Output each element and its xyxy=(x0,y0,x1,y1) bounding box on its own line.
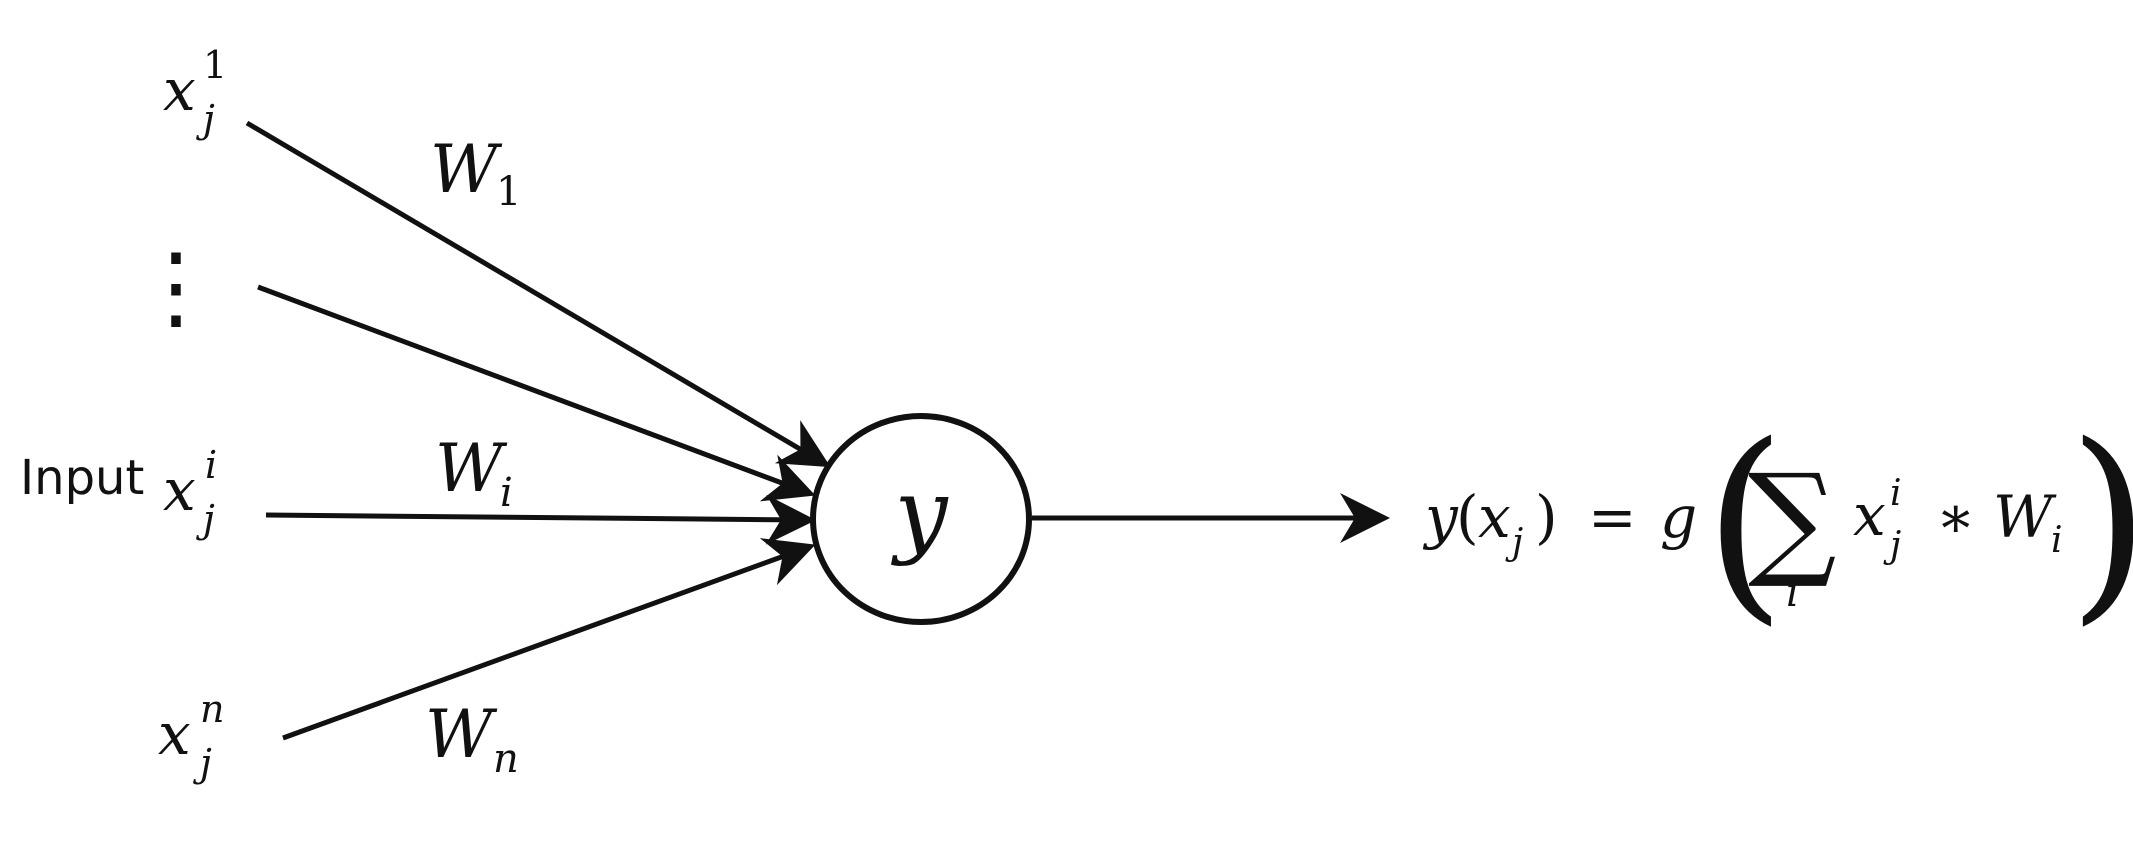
neuron-label: y xyxy=(890,459,949,568)
edge-xn-to-neuron xyxy=(282,538,816,741)
input-label: Input xyxy=(20,450,144,506)
svg-text:j: j xyxy=(1883,525,1901,566)
svg-text:(: ( xyxy=(1704,399,1786,644)
svg-text:i: i xyxy=(205,443,217,487)
input-xi: x i j xyxy=(163,443,217,541)
svg-text:(: ( xyxy=(1456,483,1479,551)
svg-text:n: n xyxy=(200,687,224,731)
svg-text:g: g xyxy=(1660,483,1697,551)
svg-text:W: W xyxy=(430,131,503,208)
svg-text:x: x xyxy=(1478,483,1511,551)
svg-text:∑: ∑ xyxy=(1748,448,1837,592)
svg-text:1: 1 xyxy=(496,169,521,215)
svg-text:j: j xyxy=(193,741,212,785)
svg-text:i: i xyxy=(2051,520,2063,561)
svg-text:i: i xyxy=(1786,570,1799,616)
svg-text:j: j xyxy=(196,497,215,541)
svg-text:1: 1 xyxy=(203,43,227,87)
svg-text:): ) xyxy=(2068,399,2133,644)
svg-text:x: x xyxy=(163,456,196,524)
svg-text:n: n xyxy=(493,736,519,782)
svg-text:i: i xyxy=(1890,473,1902,514)
svg-text:W: W xyxy=(425,696,498,773)
input-ellipsis: ⋮ xyxy=(130,233,222,340)
svg-text:∗: ∗ xyxy=(1936,483,1975,551)
svg-text:i: i xyxy=(500,470,513,516)
svg-text:x: x xyxy=(158,700,191,768)
svg-text:x: x xyxy=(163,56,196,124)
edge-ellipsis-to-neuron xyxy=(257,284,816,502)
weight-w1: W 1 xyxy=(430,131,521,215)
neuron-node: y xyxy=(810,413,1032,625)
output-formula: y ( x j ) = g ( ∑ i x i j ∗ W i ) xyxy=(1422,399,2133,644)
svg-text:=: = xyxy=(1588,483,1637,551)
svg-text:j: j xyxy=(196,97,215,141)
svg-text:y: y xyxy=(1422,483,1459,551)
svg-text:x: x xyxy=(1853,481,1886,549)
edge-xi-to-neuron xyxy=(265,494,816,545)
svg-text:): ) xyxy=(1535,483,1558,551)
svg-text:W: W xyxy=(1993,483,2057,551)
svg-text:W: W xyxy=(435,430,508,507)
input-x1: x 1 j xyxy=(163,43,227,141)
weight-wn: W n xyxy=(425,696,519,782)
weight-wi: W i xyxy=(435,430,513,516)
input-xn: x n j xyxy=(158,687,224,785)
edge-x1-to-neuron xyxy=(245,120,831,468)
